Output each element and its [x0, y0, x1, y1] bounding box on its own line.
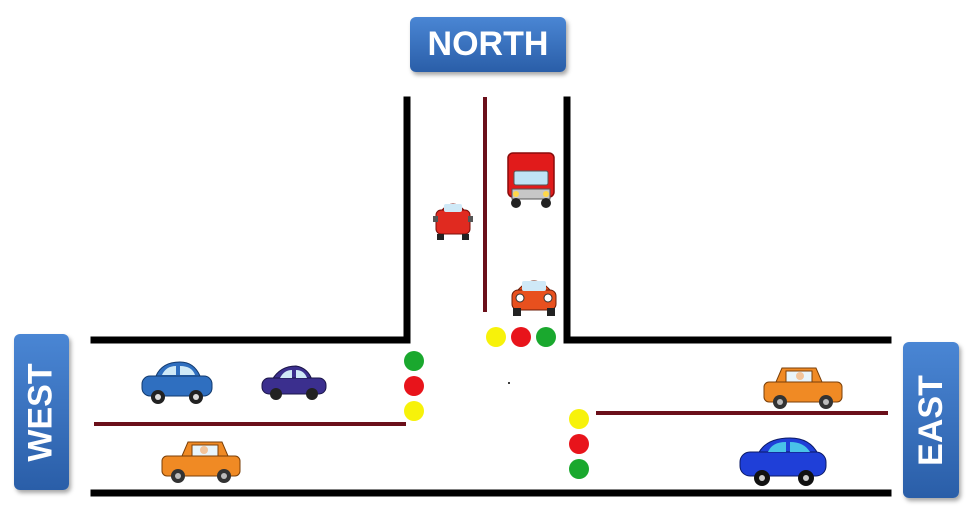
west-sign: WEST	[14, 334, 69, 490]
north-traffic-light	[486, 327, 556, 347]
west-light-yellow	[404, 401, 424, 421]
west-traffic-light	[404, 351, 424, 421]
blue-car-west	[141, 361, 213, 404]
east-light-yellow	[569, 409, 589, 429]
east-sign: EAST	[903, 342, 959, 498]
north-light-green	[536, 327, 556, 347]
road-edges	[90, 96, 892, 497]
blue-car-east	[739, 437, 827, 486]
orange-car-west	[161, 441, 241, 483]
center-dot	[508, 382, 510, 384]
north-light-red	[511, 327, 531, 347]
east-traffic-light	[569, 409, 589, 479]
east-light-green	[569, 459, 589, 479]
orange-car-east	[763, 367, 843, 409]
red-truck	[507, 152, 555, 208]
orange-car-north	[511, 280, 557, 316]
red-car-north	[433, 203, 473, 240]
lane-dividers	[94, 97, 888, 426]
west-light-green	[404, 351, 424, 371]
north-sign: NORTH	[410, 17, 566, 72]
north-sign-label: NORTH	[427, 25, 549, 63]
east-sign-label: EAST	[911, 374, 950, 466]
east-light-red	[569, 434, 589, 454]
north-light-yellow	[486, 327, 506, 347]
purple-car-west	[261, 365, 327, 400]
west-sign-label: WEST	[22, 362, 60, 462]
west-light-red	[404, 376, 424, 396]
